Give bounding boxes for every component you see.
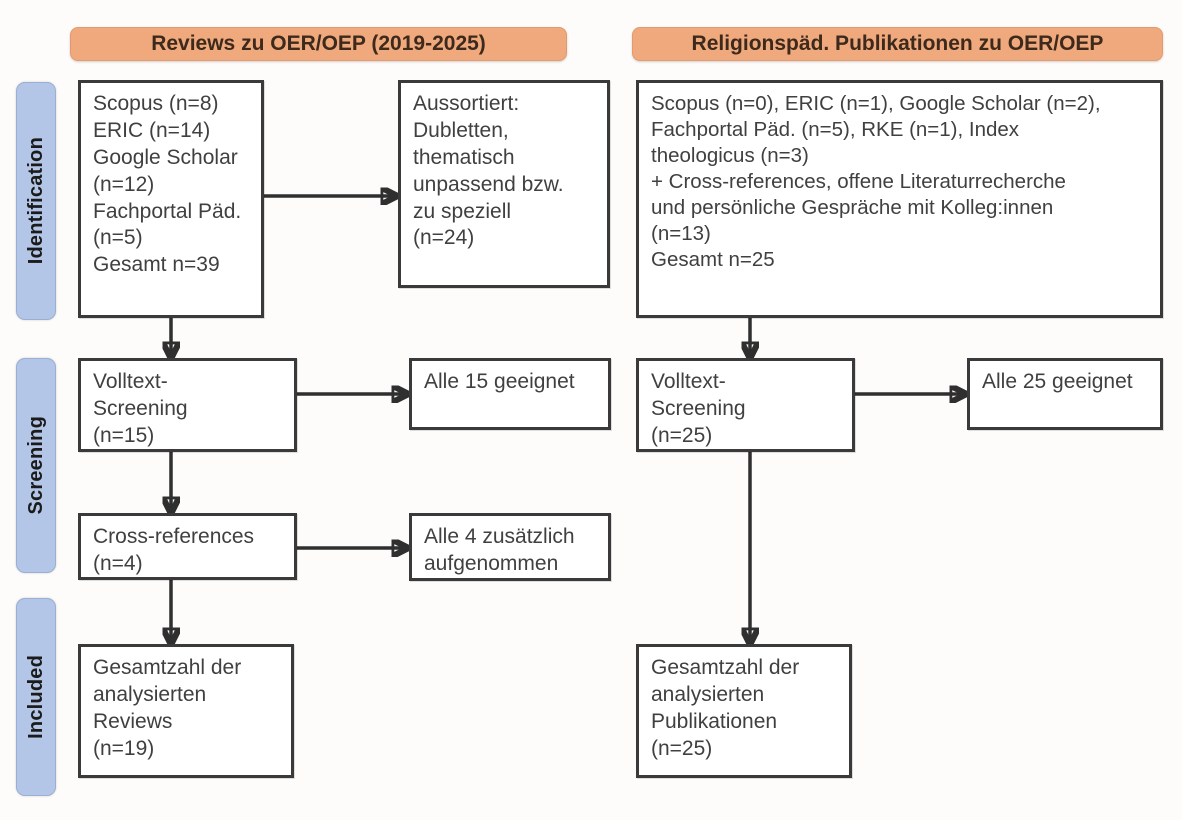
box-right-included-total: Gesamtzahl der analysierten Publikatione… (636, 644, 852, 778)
box-right-fulltext-screening-text: Volltext- Screening (n=25) (651, 370, 746, 447)
box-right-included-total-text: Gesamtzahl der analysierten Publikatione… (651, 656, 800, 760)
box-right-screening-result-text: Alle 25 geeignet (982, 370, 1133, 393)
box-right-fulltext-screening: Volltext- Screening (n=25) (636, 358, 855, 452)
box-left-crossreferences-text: Cross-references (n=4) (93, 525, 255, 575)
phase-pill-identification: Identification (16, 82, 56, 320)
phase-label-included: Included (24, 655, 47, 739)
box-left-screening-result: Alle 15 geeignet (409, 358, 611, 430)
phase-pill-included: Included (16, 598, 56, 796)
box-left-excluded-text: Aussortiert: Dubletten, thematisch unpas… (413, 92, 564, 250)
column-header-reviews-label: Reviews zu OER/OEP (2019-2025) (151, 32, 486, 55)
box-right-screening-result: Alle 25 geeignet (967, 358, 1163, 430)
box-left-screening-result-text: Alle 15 geeignet (424, 370, 575, 393)
phase-label-identification: Identification (24, 137, 47, 265)
box-left-crossreferences-result-text: Alle 4 zusätzlich aufgenommen (424, 525, 575, 575)
box-left-fulltext-screening: Volltext- Screening (n=15) (78, 358, 297, 452)
box-right-identification-sources: Scopus (n=0), ERIC (n=1), Google Scholar… (636, 80, 1163, 318)
column-header-reviews: Reviews zu OER/OEP (2019-2025) (70, 27, 567, 61)
box-left-identification-sources: Scopus (n=8) ERIC (n=14) Google Scholar … (78, 80, 264, 318)
column-header-publications-label: Religionspäd. Publikationen zu OER/OEP (691, 32, 1104, 55)
column-header-publications: Religionspäd. Publikationen zu OER/OEP (632, 27, 1163, 61)
box-left-fulltext-screening-text: Volltext- Screening (n=15) (93, 370, 188, 447)
box-left-identification-sources-text: Scopus (n=8) ERIC (n=14) Google Scholar … (93, 92, 242, 277)
box-left-excluded: Aussortiert: Dubletten, thematisch unpas… (398, 80, 610, 288)
box-left-crossreferences: Cross-references (n=4) (78, 513, 297, 580)
box-left-crossreferences-result: Alle 4 zusätzlich aufgenommen (409, 513, 611, 581)
box-right-identification-sources-text: Scopus (n=0), ERIC (n=1), Google Scholar… (651, 92, 1101, 272)
box-left-included-total-text: Gesamtzahl der analysierten Reviews (n=1… (93, 656, 242, 760)
phase-label-screening: Screening (24, 416, 47, 515)
box-left-included-total: Gesamtzahl der analysierten Reviews (n=1… (78, 644, 294, 778)
phase-pill-screening: Screening (16, 358, 56, 573)
